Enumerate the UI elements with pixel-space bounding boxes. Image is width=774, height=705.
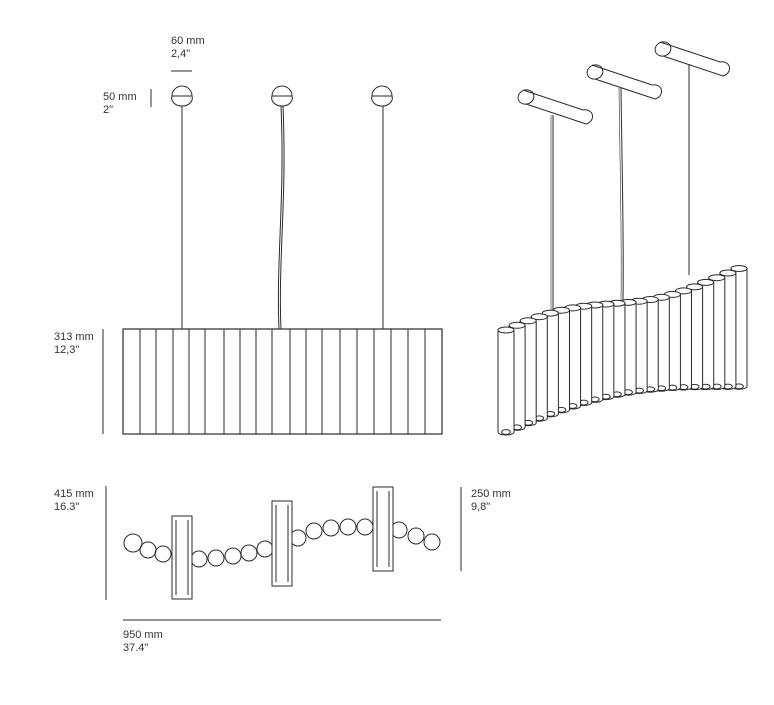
perspective-wire-center [620,87,624,301]
front-wire-center [277,105,283,330]
perspective-canopy-left [517,89,594,125]
plan-canopy-left [171,515,193,600]
label-total-width-mm: 950 mm [123,629,163,641]
perspective-view [497,41,748,436]
label-total-depth-inch: 16.3" [54,501,80,513]
label-canopy-length-mm: 250 mm [471,488,511,500]
front-shade-tube-lines [139,329,426,434]
label-canopy-length-inch: 9,8" [471,501,491,513]
label-shade-height-inch: 12,3" [54,344,80,356]
front-elevation-view [102,70,443,435]
label-canopy-width-mm: 60 mm [171,35,205,47]
label-canopy-height-inch: 2" [103,104,114,116]
front-canopy-right [371,85,393,107]
plan-canopy-right [372,486,394,572]
label-canopy-height-mm: 50 mm [103,91,137,103]
label-canopy-height: 50 mm 2" [103,91,137,117]
perspective-canopy-right [654,41,731,77]
plan-canopy-center [271,500,293,587]
perspective-canopy-center [586,64,663,100]
label-total-depth: 415 mm 16.3" [54,488,94,514]
perspective-tube [497,326,515,436]
front-canopy-center [271,85,293,107]
label-canopy-width: 60 mm 2,4" [171,35,205,61]
front-shade-body [122,328,443,435]
label-shade-height: 313 mm 12,3" [54,331,94,357]
label-shade-height-mm: 313 mm [54,331,94,343]
label-total-width-inch: 37.4" [123,642,149,654]
label-total-depth-mm: 415 mm [54,488,94,500]
label-canopy-width-inch: 2,4" [171,48,191,60]
label-total-width: 950 mm 37.4" [123,629,163,655]
label-canopy-length: 250 mm 9,8" [471,488,511,514]
plan-view [105,486,462,621]
front-canopy-left [171,85,193,107]
perspective-shade-tubes [497,264,748,436]
